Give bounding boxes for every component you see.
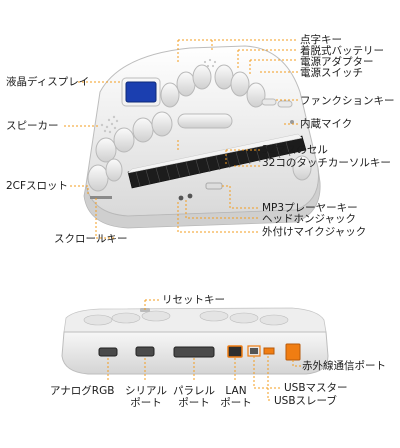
label-lcd-display: 液晶ディスプレイ [6,76,90,88]
serial-port[interactable] [135,346,155,357]
label-power-switch: 電源スイッチ [300,67,363,79]
braille-key[interactable] [246,82,266,108]
braille-key[interactable] [151,111,173,137]
label-usb-slave: USBスレーブ [274,395,337,407]
label-serial-port-line2: ポート [130,397,162,409]
speaker-grill [100,115,119,134]
braille-key[interactable] [113,127,135,153]
lower-key-set [95,111,233,163]
label-function-keys: ファンクションキー [300,95,395,107]
braille-key-set [160,64,266,108]
label-lan-port-line1: LAN [225,385,247,397]
function-key[interactable] [261,98,277,106]
braille-device-rear-view [61,307,329,375]
braille-key[interactable] [160,82,180,108]
label-reset-key: リセットキー [162,294,225,306]
headphone-jack[interactable] [178,195,184,201]
label-analog-rgb: アナログRGB [50,385,115,397]
device-front-edge [83,167,321,229]
braille-key[interactable] [192,64,212,90]
scroll-key[interactable] [87,164,109,192]
leader-lines-rear [107,299,302,401]
lcd-screen [125,81,157,103]
mp3-player-keys[interactable] [205,182,223,190]
label-lan-port: LAN ポート [218,385,254,409]
label-serial-port-line1: シリアル [125,385,167,397]
label-built-in-mic: 内蔵マイク [300,118,353,130]
label-power-adapter: 電源アダプター [300,56,374,68]
usb-master-port[interactable] [250,348,258,354]
label-parallel-port-line1: パラレル [173,385,215,397]
label-mp3-player-keys: MP3プレーヤーキー [262,202,358,214]
built-in-mic [290,120,294,124]
infrared-port [285,343,301,361]
label-lan-port-line2: ポート [220,397,252,409]
cf-slot [90,196,112,199]
braille-key[interactable] [95,137,117,163]
braille-cell-strip [127,133,307,189]
braille-key[interactable] [230,71,250,97]
label-braille-cells: 32マスのセル [262,144,328,156]
label-parallel-port: パラレル ポート [170,385,218,409]
label-usb-master: USBマスター [284,382,348,394]
label-cf-slots: 2CFスロット [6,180,69,192]
braille-key[interactable] [132,117,154,143]
braille-device-top-view [83,45,321,229]
lan-port-highlight [227,345,243,358]
lan-port[interactable] [227,345,243,358]
parallel-port[interactable] [173,346,215,358]
label-touch-cursor-keys: 32コのタッチカーソルキー [262,157,391,169]
label-headphone-jack: ヘッドホンジャック [262,213,356,225]
speaker-grill-right [203,58,217,68]
label-detachable-battery: 着脱式バッテリー [300,45,384,57]
mic-jack[interactable] [187,193,193,199]
analog-rgb-port[interactable] [98,347,118,357]
scroll-key[interactable] [105,158,123,182]
rear-key-tops [83,310,289,326]
label-speaker: スピーカー [6,120,59,132]
lcd-bezel [121,77,161,107]
label-external-mic-jack: 外付けマイクジャック [262,226,367,238]
leader-lines-top [64,39,298,239]
braille-key[interactable] [176,71,196,97]
label-serial-port: シリアル ポート [124,385,168,409]
usb-slave-port[interactable] [263,347,275,355]
braille-key[interactable] [214,64,234,90]
label-scroll-keys: スクロールキー [54,233,128,245]
space-key[interactable] [177,113,233,129]
function-key[interactable] [277,100,293,108]
label-parallel-port-line2: ポート [178,397,210,409]
label-infrared-port: 赤外線通信ポート [302,360,386,372]
label-braille-keys: 点字キー [300,34,342,46]
scroll-key[interactable] [292,155,312,181]
